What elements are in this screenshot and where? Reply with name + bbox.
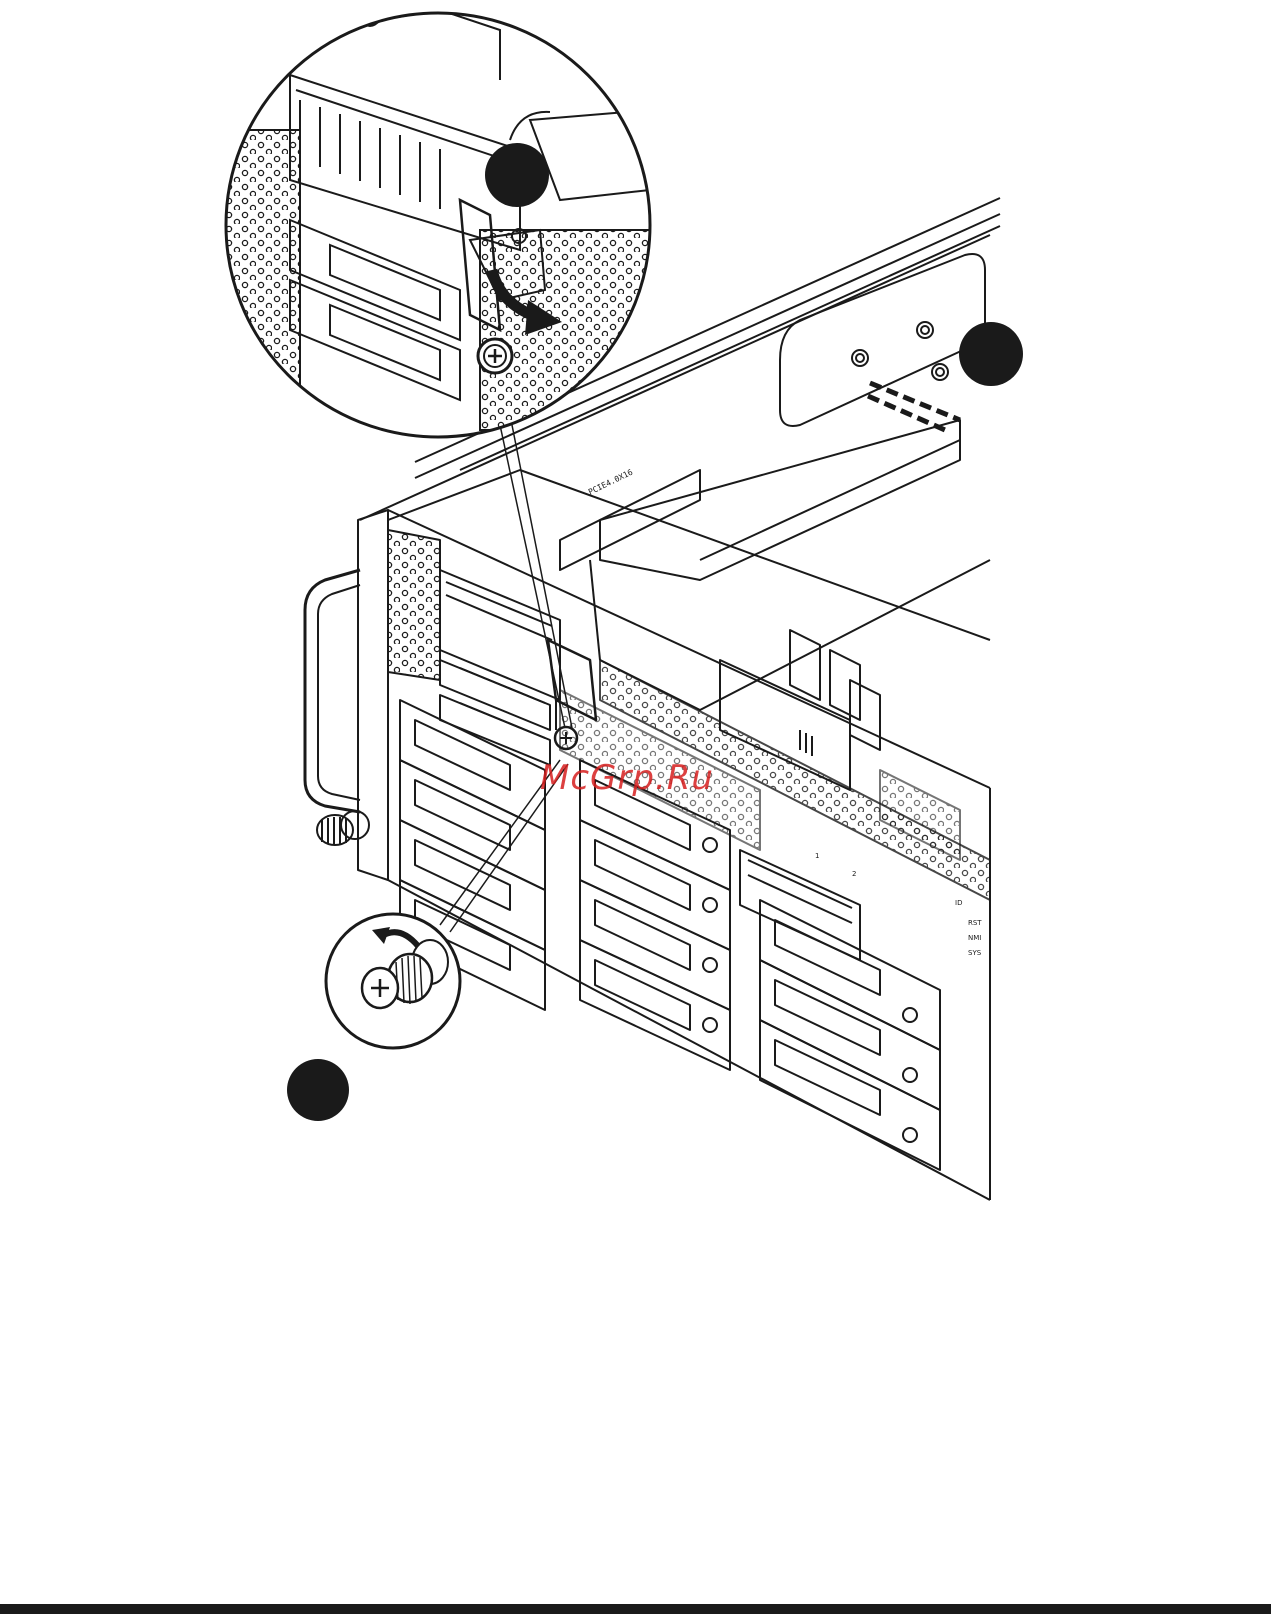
thumbscrew-icon — [478, 339, 512, 373]
step-callout-2 — [485, 143, 549, 207]
connector-numbers: 1 2 — [815, 852, 856, 878]
watermark-text: McGrp.Ru — [540, 758, 714, 798]
step-callout-3 — [959, 322, 1023, 386]
svg-text:NMI: NMI — [968, 934, 981, 942]
zoom-inset-top — [210, 10, 650, 437]
svg-text:1: 1 — [815, 852, 819, 860]
riser-silkscreen: PCIE4.0X16 — [587, 468, 634, 497]
drive-column-right — [760, 900, 940, 1170]
led-labels: ID RST NMI SYS — [955, 899, 982, 957]
svg-text:2: 2 — [852, 870, 856, 878]
step-callout-1 — [287, 1059, 349, 1121]
zoom-inset-screw — [326, 914, 460, 1048]
page-bottom-rule — [0, 1604, 1271, 1614]
svg-text:RST: RST — [968, 919, 982, 927]
riser-card — [560, 420, 990, 710]
chassis-handle[interactable] — [305, 570, 360, 812]
zoom-leader — [500, 425, 565, 728]
left-thumbscrew[interactable] — [317, 811, 369, 845]
svg-text:ID: ID — [955, 899, 962, 907]
svg-text:SYS: SYS — [968, 949, 982, 957]
